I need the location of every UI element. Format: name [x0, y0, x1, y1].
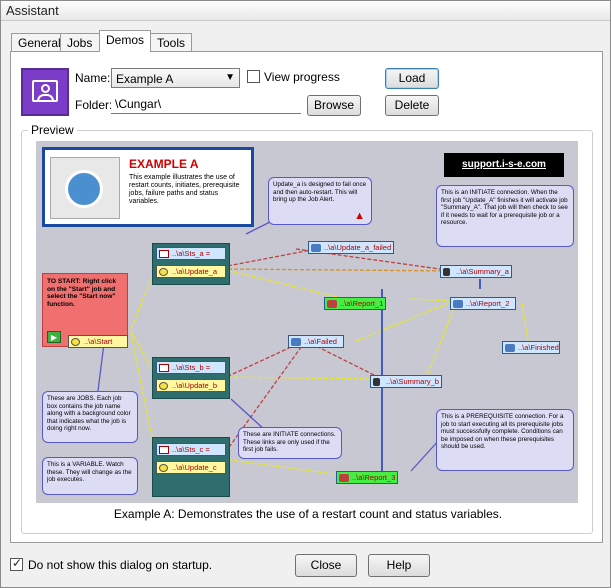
job-update-a[interactable]: ..\a\Update_a	[156, 265, 226, 278]
job-update-b[interactable]: ..\a\Update_b	[156, 379, 226, 392]
preview-caption: Example A: Demonstrates the use of a res…	[113, 507, 503, 521]
initiate-note: This is an INITIATE connection. When the…	[436, 185, 574, 247]
start-panel: TO START: Right click on the "Start" job…	[42, 273, 128, 347]
job-report-3[interactable]: ..\a\Report_3	[336, 471, 398, 484]
title-bar: Assistant	[1, 1, 610, 21]
smiley-icon	[159, 382, 168, 390]
job-icon	[453, 300, 463, 308]
browse-button[interactable]: Browse	[307, 95, 361, 116]
var-sts-a[interactable]: ..\a\Sts_a =	[156, 247, 226, 260]
initiate-connections-note: These are INITIATE connections. These li…	[238, 427, 342, 459]
job-summary-a[interactable]: ..\a\Summary_a	[440, 265, 512, 278]
job-summary-b[interactable]: ..\a\Summary_b	[370, 375, 442, 388]
tab-demos[interactable]: Demos	[99, 30, 151, 52]
demos-panel: Name: Example A ▼ View progress Folder: …	[10, 51, 603, 543]
preview-legend: Preview	[28, 123, 77, 137]
close-button[interactable]: Close	[295, 554, 357, 577]
report-icon	[327, 300, 337, 308]
support-link[interactable]: support.i-s-e.com	[444, 153, 564, 177]
tab-jobs[interactable]: Jobs	[60, 33, 100, 52]
job-report-2[interactable]: ..\a\Report_2	[450, 297, 516, 310]
tab-tools[interactable]: Tools	[150, 33, 192, 52]
job-icon	[291, 338, 301, 346]
warning-icon: ▲	[354, 209, 365, 222]
example-card: EXAMPLE A This example illustrates the u…	[42, 147, 254, 227]
var-sts-c[interactable]: ..\a\Sts_c =	[156, 443, 226, 456]
folder-field[interactable]: \Cungar\	[111, 94, 301, 114]
traffic-light-icon	[443, 268, 450, 276]
demo-name-select[interactable]: Example A ▼	[111, 68, 240, 88]
start-note: TO START: Right click on the "Start" job…	[47, 278, 116, 308]
folder-value: \Cungar\	[115, 97, 162, 111]
var-sts-b[interactable]: ..\a\Sts_b =	[156, 361, 226, 374]
load-button[interactable]: Load	[385, 68, 439, 89]
job-icon	[311, 244, 321, 252]
smiley-icon	[159, 464, 168, 472]
window-title: Assistant	[6, 3, 59, 18]
preview-group: Preview	[21, 123, 593, 534]
job-start[interactable]: ..\a\Start	[68, 335, 128, 348]
job-failed[interactable]: ..\a\Failed	[288, 335, 344, 348]
dont-show-checkbox[interactable]	[10, 556, 23, 571]
help-button[interactable]: Help	[368, 554, 430, 577]
smiley-icon	[71, 338, 80, 346]
tab-general[interactable]: General	[11, 33, 61, 52]
demo-name-value: Example A	[116, 72, 174, 86]
example-title: EXAMPLE A	[129, 157, 199, 171]
demo-presentation-icon	[21, 68, 69, 116]
update-a-note-text: Update_a is designed to fail once and th…	[273, 181, 367, 203]
dont-show-label: Do not show this dialog on startup.	[28, 558, 213, 572]
name-label: Name:	[75, 71, 111, 85]
view-progress-checkbox[interactable]	[247, 70, 260, 83]
smiley-icon	[159, 268, 168, 276]
traffic-light-icon	[373, 378, 380, 386]
clock-icon	[50, 157, 120, 219]
job-report-1[interactable]: ..\a\Report_1	[324, 297, 386, 310]
preview-diagram: EXAMPLE A This example illustrates the u…	[36, 141, 578, 503]
job-icon	[505, 344, 515, 352]
jobs-note: These are JOBS. Each job box contains th…	[42, 391, 138, 443]
job-update-a-failed[interactable]: ..\a\Update_a_failed	[308, 241, 394, 254]
report-icon	[339, 474, 349, 482]
prerequisite-note: This is a PREREQUISITE connection. For a…	[436, 409, 574, 471]
folder-label: Folder:	[75, 98, 113, 112]
chevron-down-icon: ▼	[225, 72, 235, 83]
view-progress-label: View progress	[264, 70, 340, 84]
job-update-c[interactable]: ..\a\Update_c	[156, 461, 226, 474]
example-description: This example illustrates the use of rest…	[129, 174, 240, 205]
job-finished[interactable]: ..\a\Finished	[502, 341, 560, 354]
variable-note: This is a VARIABLE. Watch these. They wi…	[42, 457, 138, 495]
update-a-note: Update_a is designed to fail once and th…	[268, 177, 372, 225]
play-icon[interactable]: ▶	[47, 331, 61, 343]
delete-button[interactable]: Delete	[385, 95, 439, 116]
dialog-footer: Do not show this dialog on startup. Clos…	[1, 549, 610, 587]
